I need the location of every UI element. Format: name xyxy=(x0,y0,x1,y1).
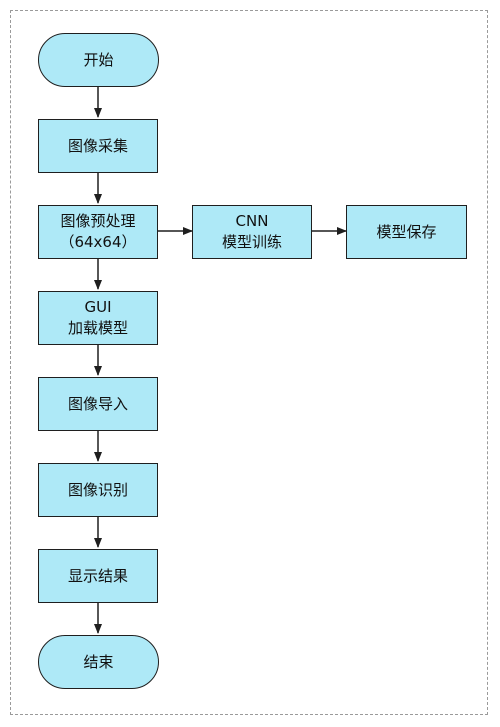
preprocess-node: 图像预处理 （64x64） xyxy=(38,205,158,259)
end-label: 结束 xyxy=(83,652,114,671)
recognize-label: 图像识别 xyxy=(67,480,128,499)
recognize-node: 图像识别 xyxy=(38,463,158,517)
show-result-label: 显示结果 xyxy=(67,566,128,585)
gui-label: GUI xyxy=(84,298,112,316)
diagram-frame xyxy=(10,10,488,715)
load-model-label: 加载模型 xyxy=(67,319,128,337)
show-result-node: 显示结果 xyxy=(38,549,158,603)
cnn-train-node: CNN 模型训练 xyxy=(192,205,312,259)
cnn-label: CNN xyxy=(235,212,269,230)
cnn-train-label: 模型训练 xyxy=(221,233,282,251)
model-save-label: 模型保存 xyxy=(376,222,437,241)
preprocess-label: 图像预处理 xyxy=(60,212,136,230)
end-node: 结束 xyxy=(38,635,159,689)
start-label: 开始 xyxy=(83,50,114,69)
gui-load-node: GUI 加载模型 xyxy=(38,291,158,345)
preprocess-size-label: （64x64） xyxy=(59,233,137,251)
capture-node: 图像采集 xyxy=(38,119,158,173)
import-label: 图像导入 xyxy=(67,394,128,413)
capture-label: 图像采集 xyxy=(67,136,128,155)
import-node: 图像导入 xyxy=(38,377,158,431)
start-node: 开始 xyxy=(38,33,159,87)
model-save-node: 模型保存 xyxy=(346,205,467,259)
